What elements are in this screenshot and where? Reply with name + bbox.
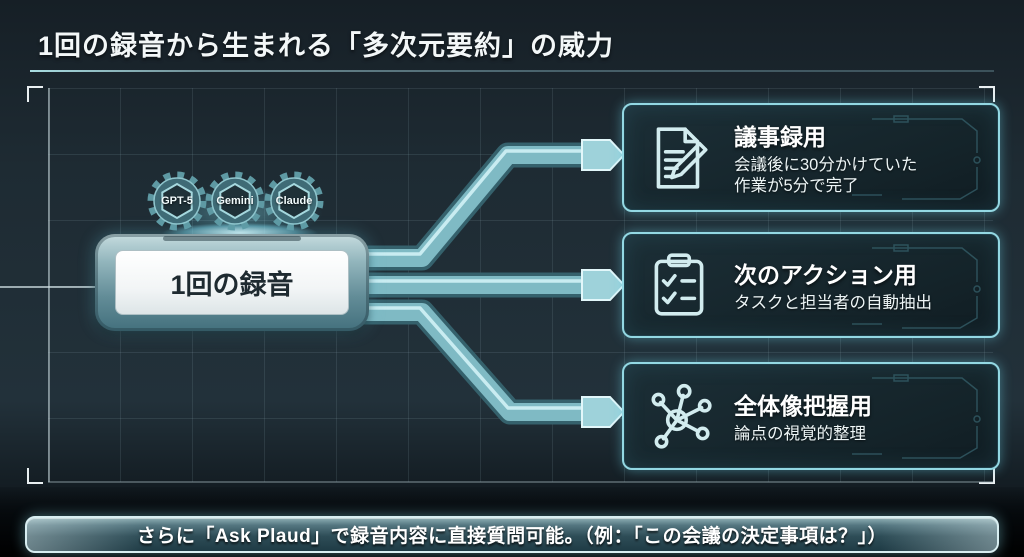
footer-text: さらに「Ask Plaud」で録音内容に直接質問可能。（例：「この会議の決定事項… bbox=[136, 526, 888, 547]
circuit-decoration bbox=[852, 374, 981, 459]
card-description-line: 論点の視覚的整理 bbox=[734, 424, 866, 443]
gear-icon bbox=[147, 171, 207, 231]
card-title: 全体像把握用 bbox=[734, 392, 872, 419]
frame-axis-vertical bbox=[48, 88, 50, 482]
source-node-label: 1回の録音 bbox=[115, 250, 349, 315]
page-title: 1回の録音から生まれる「多次元要約」の威力 bbox=[38, 31, 615, 61]
gear-icon bbox=[264, 171, 324, 231]
outcome-card-overview: 全体像把握用 論点の視覚的整理 bbox=[622, 362, 1000, 470]
outcome-card-actions: 次のアクション用 タスクと担当者の自動抽出 bbox=[622, 232, 1000, 338]
gear-gpt5: GPT-5 bbox=[145, 169, 209, 233]
source-node-notch bbox=[163, 236, 301, 241]
card-title: 次のアクション用 bbox=[734, 261, 917, 288]
card-description-line: タスクと担当者の自動抽出 bbox=[734, 293, 932, 312]
checklist-icon bbox=[654, 253, 704, 316]
gear-icon bbox=[205, 171, 265, 231]
card-description-line: 会議後に30分かけていた bbox=[734, 155, 918, 174]
gear-label: Claude bbox=[275, 195, 313, 207]
gear-label: Gemini bbox=[216, 195, 254, 207]
frame-corner-bottom-right bbox=[979, 468, 995, 484]
card-title: 議事録用 bbox=[734, 123, 826, 150]
mindmap-icon bbox=[651, 383, 712, 449]
footer-banner: さらに「Ask Plaud」で録音内容に直接質問可能。（例：「この会議の決定事項… bbox=[25, 516, 999, 553]
frame-axis-horizontal bbox=[48, 481, 993, 483]
frame-corner-top-right bbox=[979, 86, 995, 102]
outcome-card-minutes: 議事録用 会議後に30分かけていた 作業が5分で完了 bbox=[622, 103, 1000, 212]
left-lead-line bbox=[0, 286, 100, 288]
connector-traces bbox=[360, 139, 626, 428]
card-description-line: 作業が5分で完了 bbox=[734, 177, 859, 195]
arrow-tip-icon bbox=[581, 396, 626, 428]
gear-claude: Claude bbox=[262, 169, 326, 233]
source-node: 1回の録音 bbox=[95, 234, 369, 331]
arrow-tip-icon bbox=[581, 269, 626, 301]
circuit-decoration bbox=[852, 244, 981, 329]
frame-corner-top-left bbox=[27, 86, 43, 102]
document-pencil-icon bbox=[656, 126, 708, 189]
gear-gemini: Gemini bbox=[203, 169, 267, 233]
frame-corner-bottom-left bbox=[27, 468, 43, 484]
arrow-tip-icon bbox=[581, 139, 626, 171]
circuit-decoration bbox=[852, 115, 981, 200]
gear-label: GPT-5 bbox=[161, 195, 193, 207]
title-underline bbox=[30, 70, 994, 72]
